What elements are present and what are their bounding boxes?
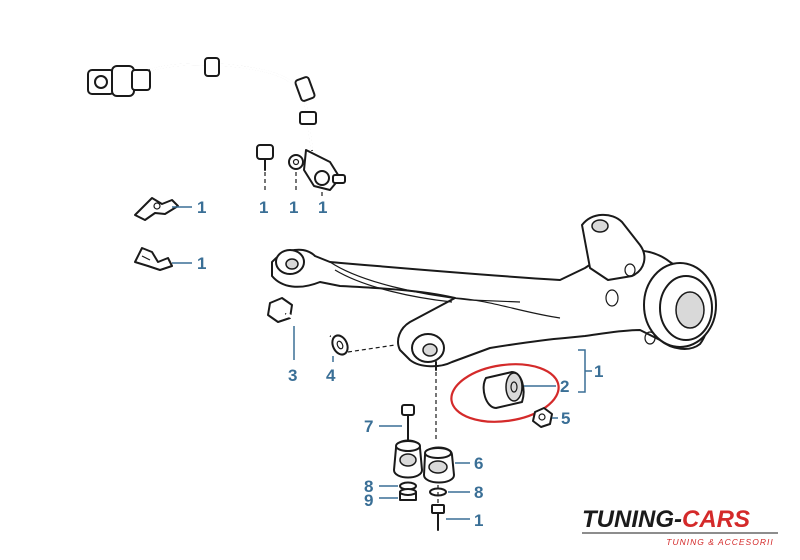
label-bolt: 3 — [288, 366, 297, 385]
label-washer-top: 1 — [289, 198, 298, 217]
rubber-mount-right — [423, 446, 455, 484]
abs-sensor-cable — [87, 57, 346, 191]
label-washer: 4 — [326, 366, 336, 385]
screw-top-part — [256, 144, 274, 190]
label-clip-lower: 1 — [197, 254, 206, 273]
svg-text:TUNING-CARS: TUNING-CARS — [582, 506, 750, 533]
cable-clip-lower — [134, 247, 173, 271]
nut-left-part — [399, 488, 417, 501]
label-washer-left: 8 — [364, 477, 373, 496]
rubber-mount-left — [393, 439, 423, 479]
label-sensor-top: 1 — [318, 198, 327, 217]
stud-part — [401, 404, 415, 441]
tuning-cars-logo: TUNING-CARS TUNING & ACCESORII — [582, 506, 778, 547]
logo-name-part1: TUNING- — [582, 506, 682, 533]
logo-name-part2: CARS — [682, 506, 750, 533]
washer-part — [331, 334, 349, 356]
label-stud: 7 — [364, 417, 373, 436]
washer-top-part — [288, 154, 304, 190]
label-arm: 1 — [594, 362, 603, 381]
label-nut: 5 — [561, 409, 570, 428]
label-bushing: 2 — [560, 377, 569, 396]
nut-part — [532, 407, 553, 428]
bolt-part — [267, 297, 331, 338]
bolt-bottom-part — [431, 504, 445, 531]
control-arm — [271, 213, 717, 371]
label-nut-left: 9 — [364, 491, 373, 510]
label-washer-right: 8 — [474, 483, 483, 502]
highlight-ellipse — [450, 363, 560, 423]
cable-clip-upper — [134, 197, 179, 221]
label-bolt-bottom: 1 — [474, 511, 483, 530]
bushing-part — [450, 363, 560, 423]
label-screw-top: 1 — [259, 198, 268, 217]
label-clip-upper: 1 — [197, 198, 206, 217]
label-mount-right: 6 — [474, 454, 483, 473]
logo-tagline: TUNING & ACCESORII — [666, 537, 773, 547]
